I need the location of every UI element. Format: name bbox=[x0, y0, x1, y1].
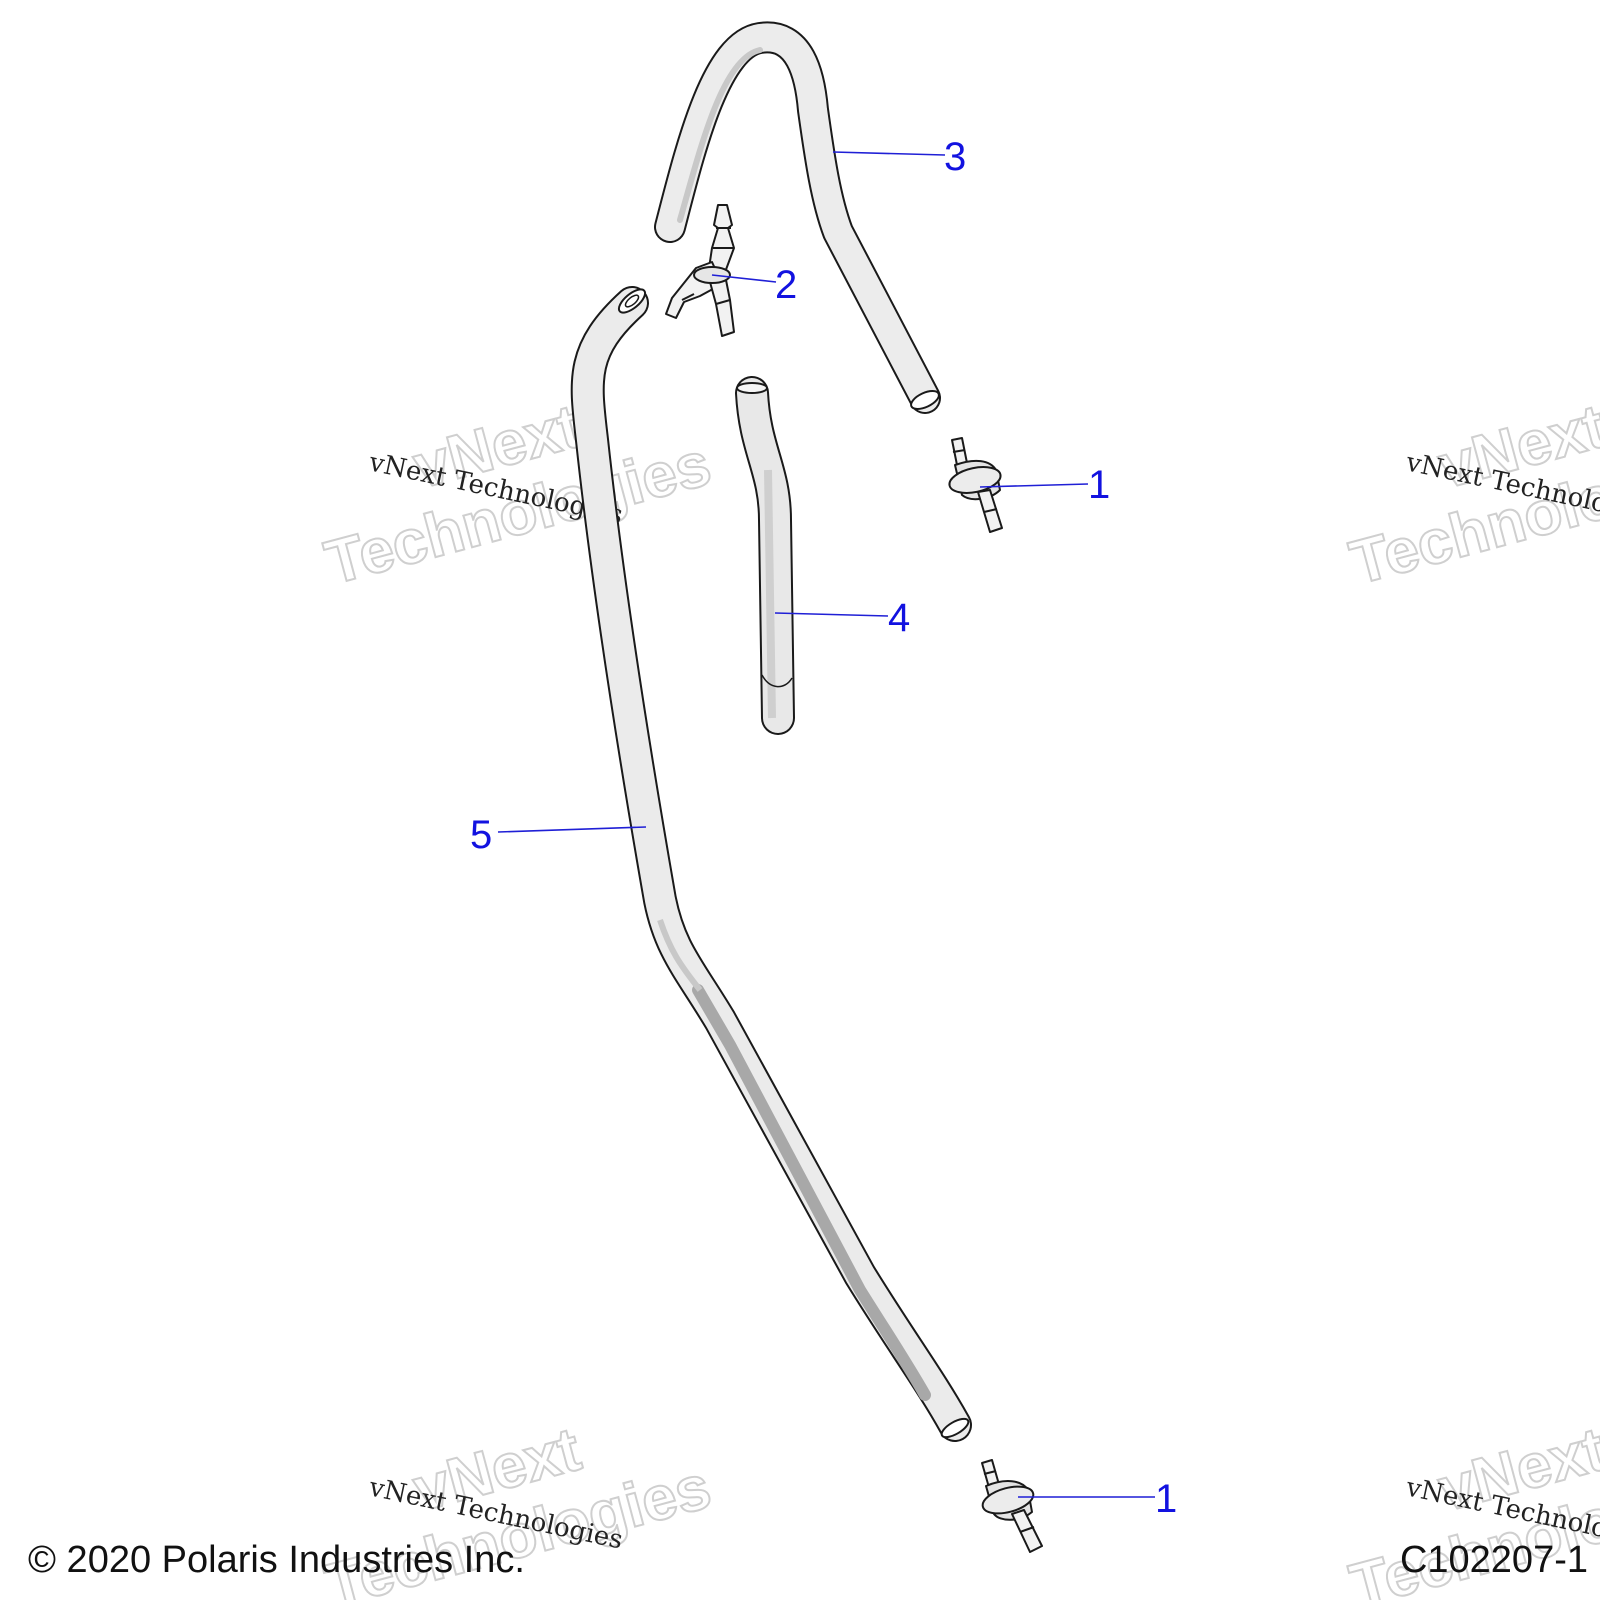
y-connector-part-2 bbox=[665, 204, 735, 337]
callout-5: 5 bbox=[470, 813, 492, 857]
callout-1-lower: 1 bbox=[1155, 1477, 1177, 1521]
callout-2: 2 bbox=[775, 263, 797, 307]
copyright-notice: © 2020 Polaris Industries Inc. bbox=[28, 1539, 525, 1581]
leader-line-5 bbox=[497, 826, 647, 833]
hose-part-3 bbox=[654, 21, 941, 414]
check-valve-part-1-upper bbox=[948, 437, 1003, 533]
leader-line-1-upper bbox=[979, 483, 1089, 488]
callout-1-upper: 1 bbox=[1088, 463, 1110, 507]
callout-4: 4 bbox=[888, 596, 910, 640]
callout-3: 3 bbox=[944, 135, 966, 179]
leader-line-4 bbox=[774, 612, 889, 617]
hose-part-5 bbox=[570, 286, 972, 1442]
leader-line-3 bbox=[832, 151, 946, 156]
leader-line-2 bbox=[711, 274, 777, 283]
drawing-code: C102207-1 bbox=[1399, 1539, 1588, 1581]
check-valve-part-1-lower bbox=[981, 1459, 1043, 1553]
hose-part-4 bbox=[735, 376, 795, 735]
